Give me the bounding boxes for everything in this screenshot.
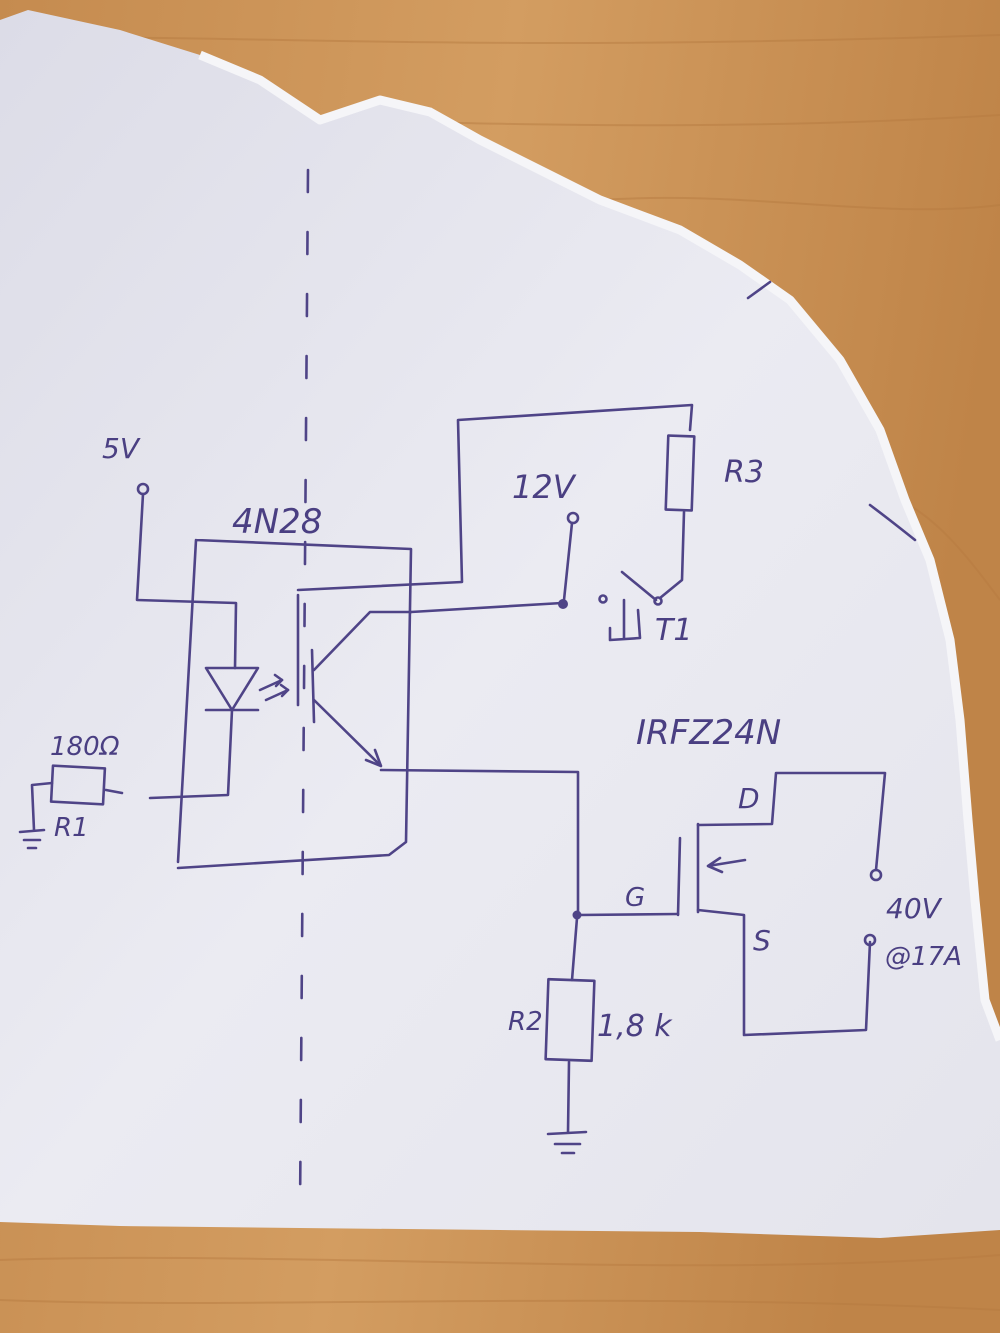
label-17a: @17A [885,942,962,972]
phototransistor-symbol [296,403,694,917]
label-r3: R3 [724,455,764,490]
label-5v: 5V [102,432,141,465]
resistor-r2 [544,916,596,1155]
optocoupler-outline [176,538,413,870]
label-r1-value: 180Ω [50,732,120,762]
resistor-r1 [18,764,124,850]
label-r2: R2 [508,1007,543,1037]
resistor-r3 [664,434,696,512]
mosfet-symbol [572,771,887,1037]
label-r2-value: 1,8 k [597,1009,673,1044]
label-12v: 12V [512,468,577,506]
label-irfz24n: IRFZ24N [636,713,781,753]
torn-paper-edge [198,50,1000,1042]
supply-5v [135,482,238,670]
led-symbol [148,666,290,800]
label-t1: T1 [655,613,692,648]
label-drain: D [738,782,760,815]
label-r1: R1 [54,813,89,843]
torn-paper-sheet [0,10,1000,1238]
label-40v: 40V [886,892,943,925]
edge-mark [746,280,917,542]
label-source: S [753,924,771,957]
label-gate: G [625,883,645,913]
supply-12v-switch [558,510,686,642]
label-4n28: 4N28 [232,502,322,542]
